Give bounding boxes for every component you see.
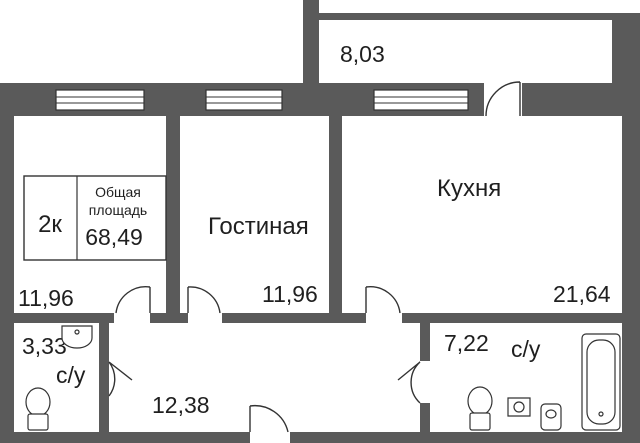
- bedroom-area: 11,96: [18, 285, 74, 311]
- door-icon: [187, 286, 221, 314]
- bathroom-area: 7,22: [444, 330, 489, 356]
- wall-bedroom-bottom-b: [150, 313, 188, 323]
- wall-bedroom-living: [166, 116, 180, 322]
- window-icon: [373, 89, 469, 111]
- wc-left-name: с/у: [56, 362, 86, 388]
- door-icon: [108, 361, 133, 397]
- bathroom-name: с/у: [511, 336, 541, 362]
- wall-kitchen-bottom: [402, 313, 622, 323]
- toilet-icon: [467, 386, 493, 431]
- bottom-wall-a: [0, 432, 250, 443]
- info-badge: 2к Общая площадь 68,49: [23, 175, 167, 261]
- wall-bath-a: [420, 323, 430, 361]
- kitchen-name: Кухня: [437, 175, 501, 202]
- door-icon: [485, 81, 521, 117]
- hall-area: 12,38: [152, 392, 210, 418]
- area-label-line2: площадь: [89, 202, 147, 218]
- toilet-icon: [25, 387, 51, 431]
- wc-left-area: 3,33: [22, 333, 67, 359]
- bottom-wall-b: [290, 432, 640, 443]
- door-icon: [397, 361, 421, 404]
- rooms-code: 2к: [38, 211, 62, 238]
- door-icon: [365, 286, 401, 314]
- wall-bedroom-bottom-a: [14, 313, 114, 323]
- area-label-line1: Общая: [95, 184, 141, 200]
- sink-icon: [507, 397, 531, 417]
- balcony-wall-top: [303, 13, 640, 20]
- bidet-icon: [540, 403, 562, 431]
- window-icon: [205, 89, 283, 111]
- living-name: Гостиная: [208, 213, 309, 240]
- living-area: 11,96: [262, 281, 318, 307]
- wall-living-kitchen: [329, 116, 342, 322]
- balcony-wall-right: [612, 13, 640, 92]
- window-icon: [55, 89, 145, 111]
- wall-living-bottom: [222, 313, 366, 323]
- door-icon: [249, 404, 289, 433]
- balcony-floor: [319, 20, 612, 83]
- balcony-wall-left: [303, 0, 319, 92]
- door-icon: [115, 286, 151, 314]
- bathtub-icon: [581, 333, 621, 431]
- right-wall: [622, 83, 640, 443]
- wall-wc-left: [99, 323, 109, 443]
- wall-bath-b: [420, 403, 430, 443]
- total-area: 68,49: [85, 224, 143, 250]
- sink-icon: [61, 325, 93, 349]
- kitchen-area: 21,64: [553, 281, 611, 307]
- left-wall: [0, 83, 14, 443]
- balcony-area: 8,03: [340, 41, 385, 67]
